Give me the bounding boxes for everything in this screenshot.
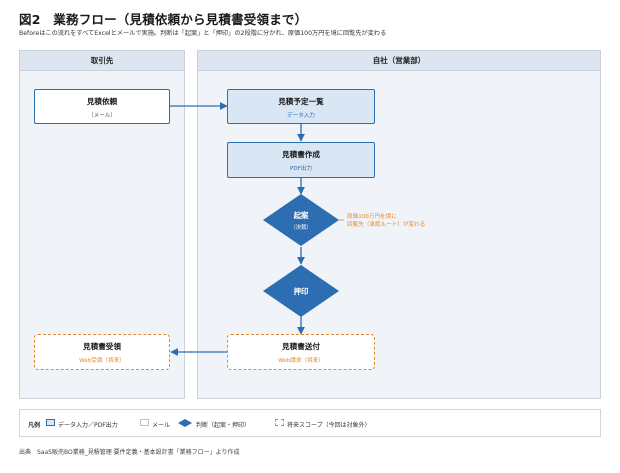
node-receive: 見積書受領 Web受領（将来） [34, 334, 170, 370]
legend-mail-label: メール [152, 422, 171, 429]
lane-company-header: 自社（営業部） [198, 51, 600, 71]
legend-future-label: 将来スコープ（今回は対象外） [287, 422, 371, 429]
node-request-title: 見積依頼 [86, 97, 118, 106]
node-send: 見積書送付 Web請求（将来） [227, 334, 375, 370]
decision-seal-diamond [263, 265, 339, 317]
approval-route-note: 原価100万円を境に 回覧先（承認ルート）が変わる [347, 213, 425, 229]
legend-data-label: データ入力／PDF出力 [58, 422, 118, 429]
legend-decision-icon [178, 419, 192, 427]
note-line-1: 原価100万円を境に [347, 214, 397, 220]
figure-subtitle: Beforeはこの流れをすべてExcelとメールで実施。判断は「起案」と「押印」… [19, 30, 387, 37]
node-send-title: 見積書送付 [282, 342, 320, 351]
node-plan-list: 見積予定一覧 データ入力 [227, 89, 375, 124]
source-note: 出典 SaaS販売BO業務_見積管理 要件定義・基本設計書「業務フロー」より作成 [19, 449, 240, 456]
legend-future-swatch [275, 419, 284, 426]
node-seal-label: 押印 [271, 286, 331, 297]
node-create-sub: PDF出力 [289, 166, 313, 172]
node-draft-title: 起案 [293, 211, 309, 220]
node-send-sub: Web請求（将来） [278, 358, 324, 364]
figure-title: 図2 業務フロー（見積依頼から見積書受領まで） [19, 12, 308, 27]
node-draft-sub: （決裁） [290, 225, 312, 231]
node-seal-title: 押印 [293, 287, 309, 296]
legend-decision-label: 判断（起案・押印） [196, 422, 251, 429]
legend-mail-swatch [140, 419, 149, 426]
decision-draft-diamond [263, 194, 339, 246]
legend: 凡例 データ入力／PDF出力 メール 判断（起案・押印） 将来スコープ（今回は対… [19, 409, 601, 437]
node-plan-list-sub: データ入力 [287, 113, 315, 119]
node-create: 見積書作成 PDF出力 [227, 142, 375, 178]
legend-data-swatch [46, 419, 55, 426]
node-create-title: 見積書作成 [282, 150, 320, 159]
node-request-sub: （メール） [88, 113, 116, 119]
note-line-2: 回覧先（承認ルート）が変わる [347, 222, 426, 228]
node-plan-list-title: 見積予定一覧 [278, 97, 324, 106]
lane-client-header: 取引先 [20, 51, 184, 71]
node-receive-sub: Web受領（将来） [79, 358, 125, 364]
legend-heading: 凡例 [28, 422, 41, 429]
node-request: 見積依頼 （メール） [34, 89, 170, 124]
node-receive-title: 見積書受領 [83, 342, 121, 351]
node-draft-label: 起案 （決裁） [271, 210, 331, 231]
